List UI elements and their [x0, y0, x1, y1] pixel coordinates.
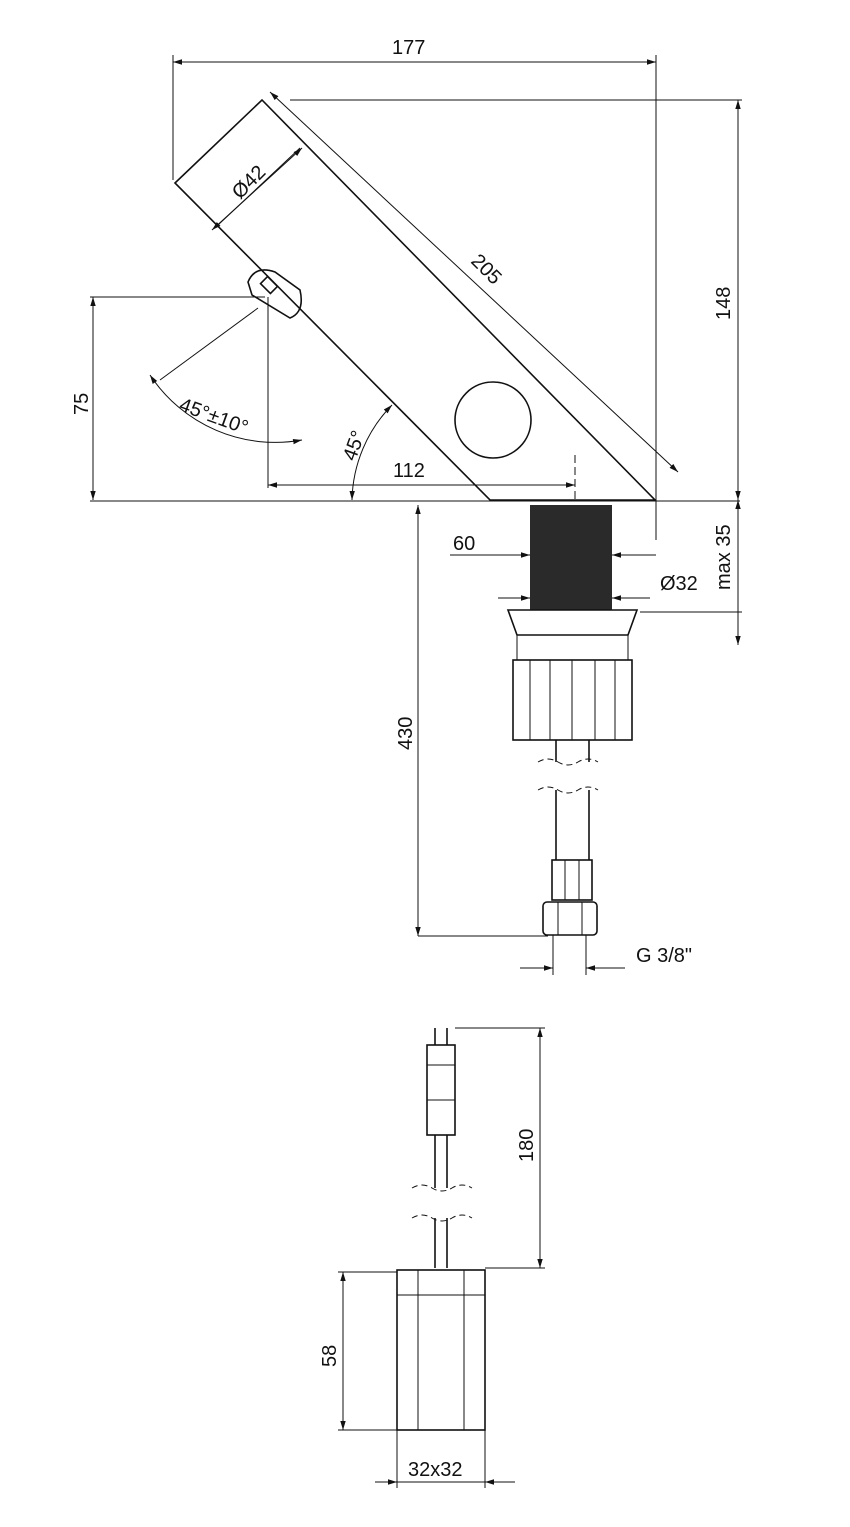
dimension-lines — [90, 59, 741, 975]
label-112: 112 — [393, 460, 425, 482]
label-177: 177 — [392, 37, 425, 59]
label-max-35: max 35 — [713, 524, 735, 590]
threaded-shank — [530, 505, 612, 610]
flange — [506, 609, 639, 636]
label-148: 148 — [713, 287, 735, 320]
label-sensor-angle: 45°±10° — [176, 394, 251, 439]
label-diameter-42: Ø42 — [228, 161, 270, 203]
label-45-deg: 45° — [339, 428, 370, 464]
hose — [537, 740, 599, 860]
label-58: 58 — [319, 1345, 341, 1367]
aerator-knob — [247, 269, 303, 319]
label-diameter-32: Ø32 — [660, 573, 698, 595]
shank-assembly — [506, 505, 639, 936]
dimension-labels: 177 Ø42 205 148 75 45°±10° 45° 112 60 Ø3… — [71, 37, 735, 1481]
control-box — [396, 1269, 486, 1431]
label-75: 75 — [71, 393, 93, 415]
control-box-assembly — [338, 1027, 545, 1488]
hose-fitting — [542, 859, 598, 936]
label-205: 205 — [466, 250, 505, 289]
label-g-3-8: G 3/8" — [636, 945, 692, 967]
sensor-window — [454, 381, 532, 459]
label-32x32: 32x32 — [408, 1459, 463, 1481]
extension-lines — [90, 55, 742, 613]
label-180: 180 — [516, 1129, 538, 1162]
cable-connector — [426, 1044, 456, 1136]
label-60: 60 — [453, 533, 475, 555]
label-430: 430 — [395, 717, 417, 750]
